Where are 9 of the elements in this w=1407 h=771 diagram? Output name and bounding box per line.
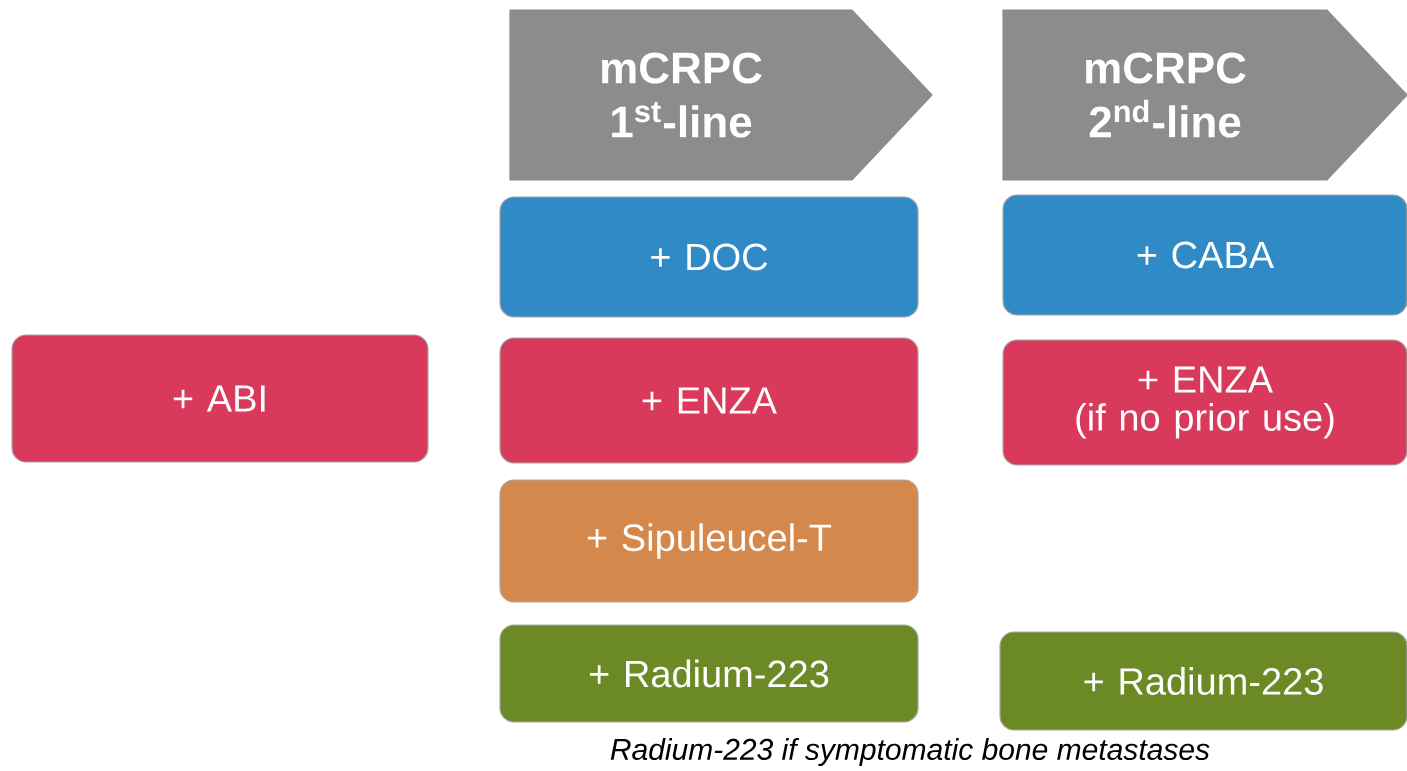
treatment-box: + Sipuleucel-T <box>499 479 919 603</box>
note-text: Radium-223 if symptomatic bone metastases <box>610 738 1210 766</box>
treatment-box: + ENZA <box>499 337 919 464</box>
treatment-box: + Radium-223 <box>499 624 919 723</box>
treatment-box: + Radium-223 <box>999 631 1407 731</box>
treatment-box: + ABI <box>11 334 429 463</box>
treatment-box: + CABA <box>1002 194 1407 316</box>
treatment-box: + ENZA (if no prior use) <box>1002 339 1407 466</box>
treatment-box: + DOC <box>499 196 919 318</box>
